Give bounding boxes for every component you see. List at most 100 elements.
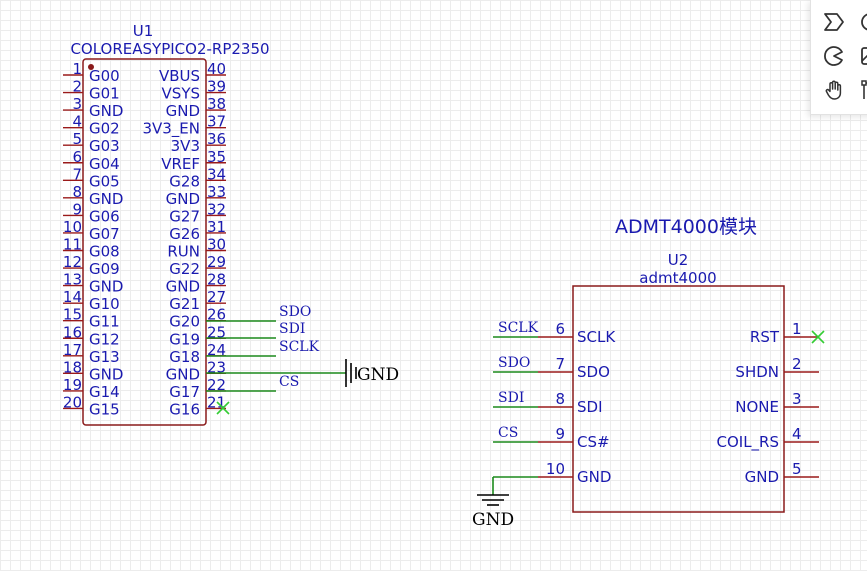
gnd-symbol-u2[interactable]: GND <box>472 494 514 530</box>
pin-number: 10 <box>546 460 565 478</box>
tool-pan[interactable] <box>819 75 849 105</box>
pin-number: 30 <box>207 236 226 254</box>
pin-name: G18 <box>169 348 200 366</box>
pin-number: 23 <box>207 358 226 376</box>
pin-number: 5 <box>72 130 82 148</box>
gnd-symbol-u1[interactable]: GND <box>345 359 399 387</box>
pin-name: GND <box>166 365 200 383</box>
pin-number: 39 <box>207 78 226 96</box>
pin-name: G12 <box>89 330 120 348</box>
pin-name: G17 <box>169 383 200 401</box>
u1-value: COLOREASYPICO2-RP2350 <box>70 40 269 58</box>
pin-name: GND <box>89 365 123 383</box>
pin-number: 32 <box>207 200 226 218</box>
tool-bezier[interactable] <box>855 75 867 105</box>
pin-number: 35 <box>207 148 226 166</box>
pin-name: G07 <box>89 225 120 243</box>
pin-name: G02 <box>89 120 120 138</box>
u2-pin-10[interactable]: 10 GND <box>538 460 611 486</box>
pin-name: G06 <box>89 207 120 225</box>
net-label-sclk-u2: SCLK <box>498 320 539 336</box>
tool-pie[interactable] <box>819 41 849 71</box>
pin-name: GND <box>89 278 123 296</box>
pin-name: GND <box>89 190 123 208</box>
pie-shape-icon <box>824 46 843 66</box>
pin-name: SDI <box>577 398 603 416</box>
pin-name: SHDN <box>735 363 779 381</box>
no-connect-u2-rst <box>811 330 825 344</box>
pin-number: 2 <box>792 355 802 373</box>
pin-name: 3V3_EN <box>142 120 200 139</box>
pin-number: 26 <box>207 306 226 324</box>
pin-name: GND <box>166 102 200 120</box>
pin-number: 40 <box>207 60 226 78</box>
pin-number: 31 <box>207 218 226 236</box>
u2-body[interactable] <box>572 285 785 513</box>
net-label-sdi-u2: SDI <box>498 390 524 406</box>
u2-value: admt4000 <box>639 269 716 287</box>
tool-chevron-shape[interactable] <box>819 7 849 37</box>
pin-number: 6 <box>72 148 82 166</box>
u2-pin-2[interactable]: 2 SHDN <box>735 355 819 381</box>
image-icon <box>861 47 867 65</box>
pin-number: 3 <box>792 390 802 408</box>
pin-name: GND <box>577 468 611 486</box>
tool-circle[interactable] <box>855 7 867 37</box>
pin-name: SCLK <box>577 328 616 346</box>
pin-name: G08 <box>89 243 120 261</box>
tool-panel <box>810 0 867 115</box>
pin-name: SDO <box>577 363 610 381</box>
pin-name: G28 <box>169 172 200 190</box>
tool-image[interactable] <box>855 41 867 71</box>
pin-number: 15 <box>63 306 82 324</box>
u1-body[interactable] <box>82 58 207 426</box>
